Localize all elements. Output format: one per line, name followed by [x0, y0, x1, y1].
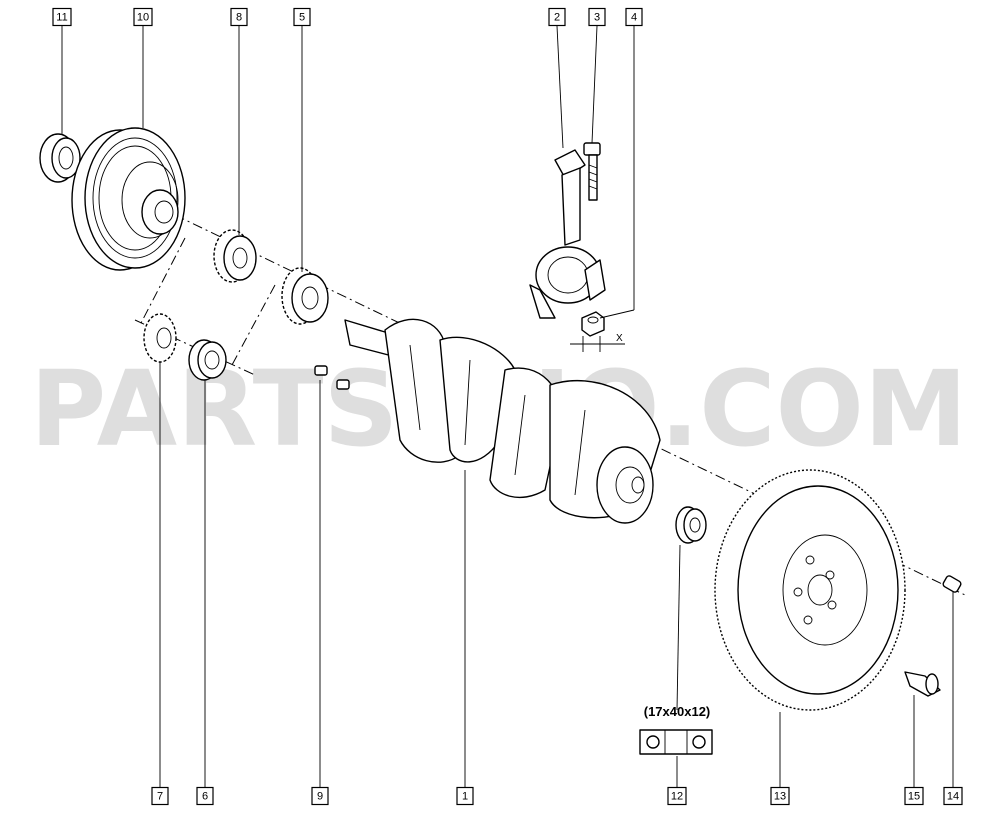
crankshaft-part[interactable]	[344, 318, 661, 524]
dowel-pin-part[interactable]	[942, 575, 962, 593]
callout-1-box[interactable]	[456, 786, 474, 806]
dimension-label: X	[616, 333, 623, 344]
callout-8[interactable]: 8	[230, 7, 248, 27]
callout-3[interactable]: 3	[588, 7, 606, 27]
callout-5[interactable]: 5	[293, 7, 311, 27]
flywheel-bolt-part[interactable]	[904, 671, 941, 697]
callout-13[interactable]: 13	[770, 786, 790, 806]
callout-13-label: 13	[774, 791, 786, 803]
callout-14[interactable]: 14	[943, 786, 963, 806]
callout-6-label: 6	[202, 791, 208, 803]
bearing-section-icon	[639, 729, 713, 755]
callout-7-label: 7	[157, 791, 163, 803]
callout-14-label: 14	[947, 791, 959, 803]
callout-1[interactable]: 1	[456, 786, 474, 806]
callout-4[interactable]: 4	[625, 7, 643, 27]
bearing-size-label: (17x40x12)	[644, 704, 711, 719]
callout-12-label: 12	[671, 791, 683, 803]
callout-14-box[interactable]	[943, 786, 963, 806]
flywheel-part[interactable]	[714, 469, 906, 711]
woodruff-keys-part[interactable]	[314, 365, 350, 390]
callout-11-box[interactable]	[52, 7, 72, 27]
connecting-rod-part[interactable]	[529, 149, 606, 319]
timing-gear-5-part[interactable]	[281, 267, 329, 325]
callouts-group: 11 10 8 5 2 3 4 7 6 9 1 12 13 15 14	[52, 7, 963, 806]
callout-13-box[interactable]	[770, 786, 790, 806]
link-line-a	[139, 237, 186, 326]
rod-bolt-part[interactable]	[583, 142, 601, 201]
sprocket-7-part[interactable]	[143, 313, 177, 363]
callout-2-box[interactable]	[548, 7, 566, 27]
callout-12[interactable]: 12	[667, 786, 687, 806]
callout-6[interactable]: 6	[196, 786, 214, 806]
link-line-b	[231, 284, 276, 366]
callout-1-label: 1	[462, 791, 468, 803]
callout-10[interactable]: 10	[133, 7, 153, 27]
callout-12-box[interactable]	[667, 786, 687, 806]
callout-8-box[interactable]	[230, 7, 248, 27]
callout-15-label: 15	[908, 791, 920, 803]
callout-9-label: 9	[317, 791, 323, 803]
rod-nut-part[interactable]	[581, 311, 605, 337]
callout-7-box[interactable]	[151, 786, 169, 806]
crankshaft-pulley-part[interactable]	[71, 127, 186, 271]
callout-10-box[interactable]	[133, 7, 153, 27]
timing-gear-8-part[interactable]	[213, 229, 257, 283]
callout-5-label: 5	[299, 12, 305, 24]
callout-6-box[interactable]	[196, 786, 214, 806]
leader-lines	[61, 25, 954, 787]
callout-9-box[interactable]	[311, 786, 329, 806]
callout-15-box[interactable]	[904, 786, 924, 806]
callout-9[interactable]: 9	[311, 786, 329, 806]
callout-3-label: 3	[594, 12, 600, 24]
callout-8-label: 8	[236, 12, 242, 24]
bearing-6-part[interactable]	[188, 339, 227, 381]
callout-4-box[interactable]	[625, 7, 643, 27]
dimension-x: X	[570, 333, 625, 352]
callout-7[interactable]: 7	[151, 786, 169, 806]
pilot-bearing-part[interactable]	[675, 506, 707, 544]
callout-5-box[interactable]	[293, 7, 311, 27]
callout-11-label: 11	[56, 12, 67, 24]
callout-2-label: 2	[554, 12, 560, 24]
callout-10-label: 10	[137, 12, 149, 24]
callout-11[interactable]: 11	[52, 7, 72, 27]
oil-seal-part[interactable]	[39, 133, 81, 183]
callout-3-box[interactable]	[588, 7, 606, 27]
callout-2[interactable]: 2	[548, 7, 566, 27]
callout-4-label: 4	[631, 12, 637, 24]
callout-15[interactable]: 15	[904, 786, 924, 806]
